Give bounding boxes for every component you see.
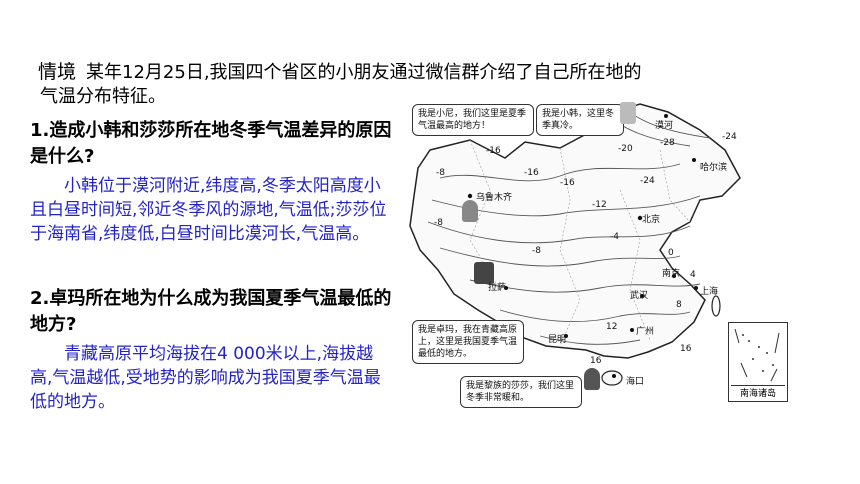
inset-map (734, 328, 780, 382)
inset-label: 南海诸岛 (731, 385, 785, 399)
isotherm-label: -20 (618, 144, 633, 154)
isotherm-label: -8 (436, 168, 445, 178)
isotherm-label: 4 (690, 270, 696, 280)
answer-2: 青藏高原平均海拔在4 000米以上,海拔越高,气温越低,受地势的影响成为我国夏季… (30, 344, 381, 412)
isotherm-label: -24 (640, 176, 655, 186)
city-lhasa: 拉萨 (488, 283, 507, 293)
city-urumqi: 乌鲁木齐 (476, 193, 513, 203)
isotherm-lines (427, 103, 711, 345)
isotherm-label: -16 (560, 178, 575, 188)
intro-text: 情境某年12月25日,我国四个省区的小朋友通过微信群介绍了自己所在地的 气温分布… (38, 60, 778, 109)
city-harbin: 哈尔滨 (700, 163, 728, 173)
taiwan-island (711, 295, 721, 317)
answer-1: 小韩位于漠河附近,纬度高,冬季太阳高度小且白昼时间短,邻近冬季风的源地,气温低;… (30, 176, 387, 244)
city-haikou: 海口 (626, 377, 645, 387)
intro-line-2: 气温分布特征。 (40, 86, 166, 107)
hainan-island (601, 370, 623, 386)
city-guangzhou: 广州 (636, 327, 655, 337)
isotherm-label: 16 (680, 344, 692, 354)
isotherm-label: 0 (668, 248, 674, 258)
city-beijing: 北京 (642, 215, 661, 225)
isotherm-label: -8 (532, 246, 541, 256)
bubble-xiaoni: 我是小尼，我们这里是夏季气温最高的地方！ (412, 104, 534, 136)
isotherm-label: -16 (524, 168, 539, 178)
city-nanjing: 南京 (662, 269, 681, 279)
shasha-figure (584, 368, 600, 390)
question-1: 1.造成小韩和莎莎所在地冬季气温差异的原因是什么? (30, 120, 392, 167)
city-wuhan: 武汉 (630, 291, 649, 301)
south-china-sea-inset: 南海诸岛 (728, 322, 788, 402)
bubble-shasha: 我是黎族的莎莎，我们这里冬季非常暖和。 (460, 376, 582, 408)
xiaohan-figure (620, 102, 636, 124)
isotherm-label: -28 (660, 138, 675, 148)
isotherm-label: 12 (606, 322, 618, 332)
city-kunming: 昆明 (548, 335, 567, 345)
city-markers (467, 114, 698, 378)
isotherm-label: -12 (592, 200, 607, 210)
city-mohe: 漠河 (655, 121, 674, 131)
isotherm-label: -4 (610, 232, 619, 242)
zhuoma-figure (474, 262, 494, 284)
bubble-xiaohan: 我是小韩，这里冬季真冷。 (536, 104, 624, 136)
question-2: 2.卓玛所在地为什么成为我国夏季气温最低的地方? (30, 288, 392, 335)
isotherm-label: -8 (434, 218, 443, 228)
city-shanghai: 上海 (700, 287, 719, 297)
intro-line-1: 某年12月25日,我国四个省区的小朋友通过微信群介绍了自己所在地的 (86, 62, 642, 83)
bubble-zhuoma: 我是卓玛，我在青藏高原上，这里是我国夏季气温最低的地方。 (412, 320, 524, 364)
isotherm-label: 8 (676, 300, 682, 310)
isotherm-label: -24 (722, 132, 737, 142)
isotherm-label: 16 (590, 356, 602, 366)
scenario-tag: 情境 (38, 61, 77, 83)
isotherm-label: -16 (486, 146, 501, 156)
xiaoni-figure (462, 200, 478, 222)
